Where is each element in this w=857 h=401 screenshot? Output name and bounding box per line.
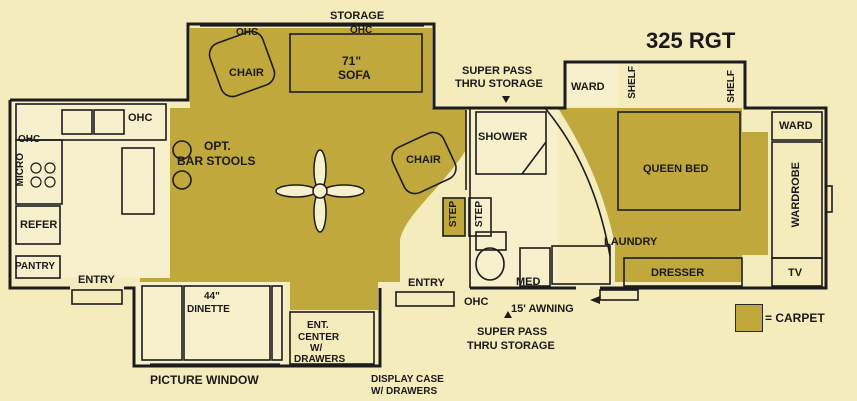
walls <box>8 22 828 368</box>
ent-center-1: ENT. <box>307 320 329 331</box>
dresser-label: DRESSER <box>651 267 705 279</box>
refer-label: REFER <box>20 219 58 231</box>
arrows <box>502 96 600 318</box>
super-pass-top-1: SUPER PASS <box>462 65 533 77</box>
ohc-small-label: OHC <box>18 134 41 145</box>
step-2-label: STEP <box>474 201 485 228</box>
sink-right <box>93 109 125 135</box>
queen-bed-label: QUEEN BED <box>643 163 709 175</box>
pantry-box <box>15 255 61 279</box>
micro-label: MICRO <box>15 153 26 187</box>
step-1-carpet <box>443 198 465 236</box>
dinette-seat-left <box>141 285 183 361</box>
tv-label: TV <box>788 267 803 279</box>
sofa-label: SOFA <box>338 68 371 82</box>
entry-right-label: ENTRY <box>408 277 445 289</box>
dinette-table <box>183 285 271 361</box>
kitchen-floor <box>12 100 170 278</box>
ward-top-floor <box>566 64 618 106</box>
sink-left <box>61 109 93 135</box>
opt-bar-2: BAR STOOLS <box>177 154 256 168</box>
ent-center-4: DRAWERS <box>294 354 346 365</box>
display-case-1: DISPLAY CASE <box>371 374 444 385</box>
dinette-floor <box>135 282 285 364</box>
legend-frame <box>825 185 833 213</box>
step-2-box <box>468 197 492 237</box>
ohc-kitchen-label: OHC <box>128 112 153 124</box>
awning-label: 15' AWNING <box>511 303 574 315</box>
super-pass-top-2: THRU STORAGE <box>455 78 543 90</box>
dresser-box <box>623 257 743 287</box>
chair-left-outline <box>208 30 276 98</box>
ward-top-label: WARD <box>571 81 605 93</box>
laundry-label: LAUNDRY <box>604 236 658 248</box>
wardrobe-label: WARDROBE <box>790 162 802 228</box>
super-pass-bottom-2: THRU STORAGE <box>467 340 555 352</box>
bed-box <box>617 111 741 211</box>
model-title: 325 RGT <box>646 28 736 53</box>
outer-wall <box>8 22 828 368</box>
display-case-2: W/ DRAWERS <box>371 386 438 397</box>
ent-center-3: W/ <box>310 343 323 354</box>
ward-right-box <box>771 111 823 141</box>
kitchen-counter <box>15 103 167 141</box>
bedroom-door-arc <box>544 107 611 257</box>
ohc-bottom-label: OHC <box>464 296 489 308</box>
ent-center-box <box>289 311 375 365</box>
shelf-left-label: SHELF <box>627 66 638 99</box>
side-counter <box>15 139 63 205</box>
entry-step-right <box>395 291 455 307</box>
dinette-seat-right <box>271 285 283 361</box>
stool-2 <box>172 170 192 190</box>
opt-bar-1: OPT. <box>204 139 231 153</box>
interior <box>15 30 833 365</box>
window-lines <box>150 25 424 365</box>
entry-step-left <box>71 289 123 305</box>
shower-label: SHOWER <box>478 131 528 143</box>
awning-arrow-icon <box>590 296 600 304</box>
storage-label: STORAGE <box>330 10 385 22</box>
chair-right-label: CHAIR <box>406 154 441 166</box>
arrow-up-icon <box>504 311 512 318</box>
ward-right-label: WARD <box>779 120 813 132</box>
chair-right-outline <box>391 131 457 195</box>
ent-center-2: CENTER <box>298 332 340 343</box>
pantry-label: PANTRY <box>15 261 55 272</box>
shelf-right-label: SHELF <box>726 70 737 103</box>
step-1-box <box>442 197 466 237</box>
entry-left-label: ENTRY <box>78 274 115 286</box>
chair-left-label: CHAIR <box>229 67 264 79</box>
living-carpet <box>140 28 466 310</box>
dinette-size-label: 44" <box>204 291 220 302</box>
ohc-top-left-label: OHC <box>236 27 259 38</box>
sofa-size-label: 71" <box>342 54 362 68</box>
carpet-legend-swatch <box>735 304 763 332</box>
ceiling-fan-icon <box>275 149 365 233</box>
carpet-legend-label: = CARPET <box>765 311 825 325</box>
stool-1 <box>172 140 192 160</box>
sofa-box <box>289 33 423 93</box>
med-label: MED <box>516 276 541 288</box>
med-box <box>519 247 551 287</box>
step-1-label: STEP <box>448 201 459 228</box>
dinette-label: DINETTE <box>187 304 230 315</box>
toilet <box>475 247 505 281</box>
refer-box <box>15 205 61 245</box>
stove-burners <box>30 162 56 188</box>
super-pass-bottom-1: SUPER PASS <box>477 326 548 338</box>
awning-bar <box>599 289 639 301</box>
tv-box <box>771 257 823 287</box>
bedroom-carpet <box>558 108 768 282</box>
island <box>121 147 155 215</box>
laundry-box <box>551 245 611 285</box>
ohc-top-right-label: OHC <box>350 25 373 36</box>
shower-corner <box>521 141 547 175</box>
picture-window-label: PICTURE WINDOW <box>150 373 259 387</box>
arrow-down-icon <box>502 96 510 103</box>
